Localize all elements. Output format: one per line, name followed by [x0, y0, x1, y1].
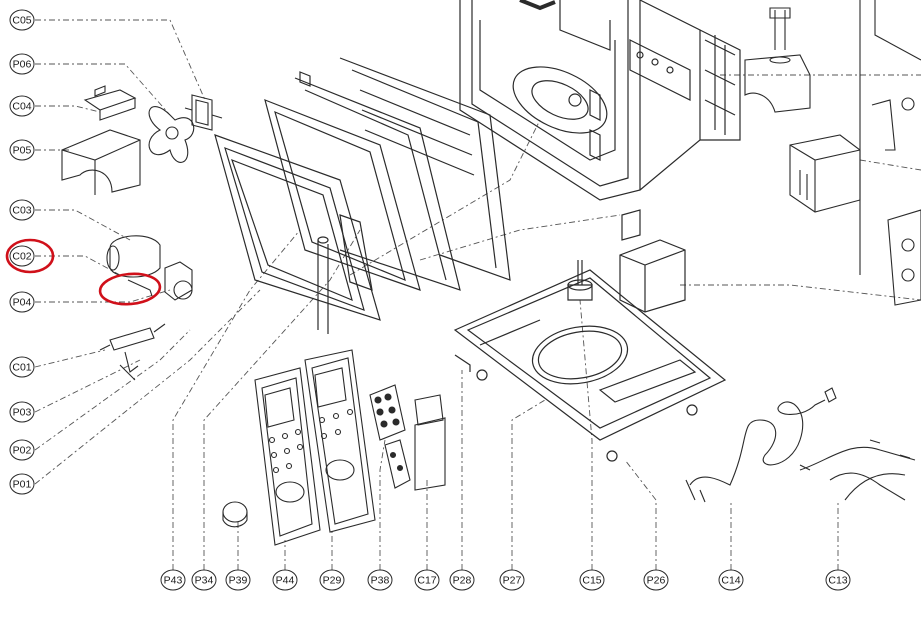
capacitor-assembly [106, 235, 193, 301]
part-label-text: C02 [12, 251, 31, 263]
fuse-holder [99, 323, 166, 381]
part-label-text: C17 [417, 575, 436, 587]
control-panels [222, 349, 376, 546]
part-label-text: C03 [12, 205, 31, 217]
part-label-circle [367, 569, 393, 591]
leader-lines [34, 19, 921, 570]
part-label-text: P43 [164, 575, 183, 587]
part-label-c14: C14 [718, 569, 744, 591]
part-label-c01: C01 [9, 356, 35, 378]
part-label-p06: P06 [9, 53, 35, 75]
part-label-text: P02 [13, 445, 32, 457]
part-label-circle [9, 245, 35, 267]
part-label-p02: P02 [9, 439, 35, 461]
highlight-circle-c02-part [98, 272, 162, 306]
part-label-c02: C02 [9, 245, 35, 267]
part-label-circle [319, 569, 345, 591]
fan-assembly [61, 85, 223, 195]
part-label-c17: C17 [414, 569, 440, 591]
part-label-text: P03 [13, 407, 32, 419]
part-label-text: C01 [12, 362, 31, 374]
part-label-circle [9, 291, 35, 313]
part-label-p28: P28 [449, 569, 475, 591]
part-label-p43: P43 [160, 569, 186, 591]
part-label-text: P34 [195, 575, 214, 587]
part-label-p38: P38 [367, 569, 393, 591]
part-label-circle [191, 569, 217, 591]
part-label-text: P44 [276, 575, 295, 587]
part-label-circle [9, 9, 35, 31]
part-label-text: C15 [582, 575, 601, 587]
part-label-text: C13 [828, 575, 847, 587]
highlight-markers [5, 238, 162, 306]
part-label-text: P26 [647, 575, 666, 587]
part-label-c15: C15 [579, 569, 605, 591]
part-label-text: P27 [503, 575, 522, 587]
part-label-p34: P34 [191, 569, 217, 591]
part-label-p27: P27 [499, 569, 525, 591]
highlight-circle-c02-label [5, 238, 55, 274]
part-label-circle [9, 139, 35, 161]
part-label-text: P29 [323, 575, 342, 587]
part-label-circle [9, 53, 35, 75]
part-label-text: P38 [371, 575, 390, 587]
base-plate [453, 260, 727, 462]
part-label-circle [643, 569, 669, 591]
part-label-circle [499, 569, 525, 591]
part-label-text: P05 [13, 145, 32, 157]
part-label-circle [9, 199, 35, 221]
part-label-circle [449, 569, 475, 591]
part-label-circle [414, 569, 440, 591]
part-label-circle [579, 569, 605, 591]
part-label-text: C05 [12, 15, 31, 27]
part-label-c04: C04 [9, 95, 35, 117]
transformer [619, 209, 686, 313]
part-label-c13: C13 [825, 569, 851, 591]
part-label-circle [9, 356, 35, 378]
part-label-text: P01 [13, 479, 32, 491]
part-label-text: C14 [721, 575, 740, 587]
part-label-circle [825, 569, 851, 591]
part-label-p29: P29 [319, 569, 345, 591]
part-label-p05: P05 [9, 139, 35, 161]
part-label-circle [9, 439, 35, 461]
right-parts [744, 0, 921, 306]
part-label-circle [718, 569, 744, 591]
cords [685, 387, 916, 503]
part-label-p03: P03 [9, 401, 35, 423]
part-label-text: P39 [229, 575, 248, 587]
part-label-circle [225, 569, 251, 591]
part-label-circle [160, 569, 186, 591]
part-label-circle [272, 569, 298, 591]
part-label-circle [9, 473, 35, 495]
part-label-text: P04 [13, 297, 32, 309]
part-label-text: P28 [453, 575, 472, 587]
part-label-text: P06 [13, 59, 32, 71]
part-label-circle [9, 401, 35, 423]
part-label-text: C04 [12, 101, 31, 113]
part-label-p44: P44 [272, 569, 298, 591]
door-panels [214, 57, 511, 334]
part-label-circle [9, 95, 35, 117]
part-label-p26: P26 [643, 569, 669, 591]
oven-cavity [459, 0, 741, 201]
part-label-c03: C03 [9, 199, 35, 221]
part-label-c05: C05 [9, 9, 35, 31]
pcb-parts [369, 384, 446, 491]
part-label-p39: P39 [225, 569, 251, 591]
part-label-p01: P01 [9, 473, 35, 495]
part-label-p04: P04 [9, 291, 35, 313]
